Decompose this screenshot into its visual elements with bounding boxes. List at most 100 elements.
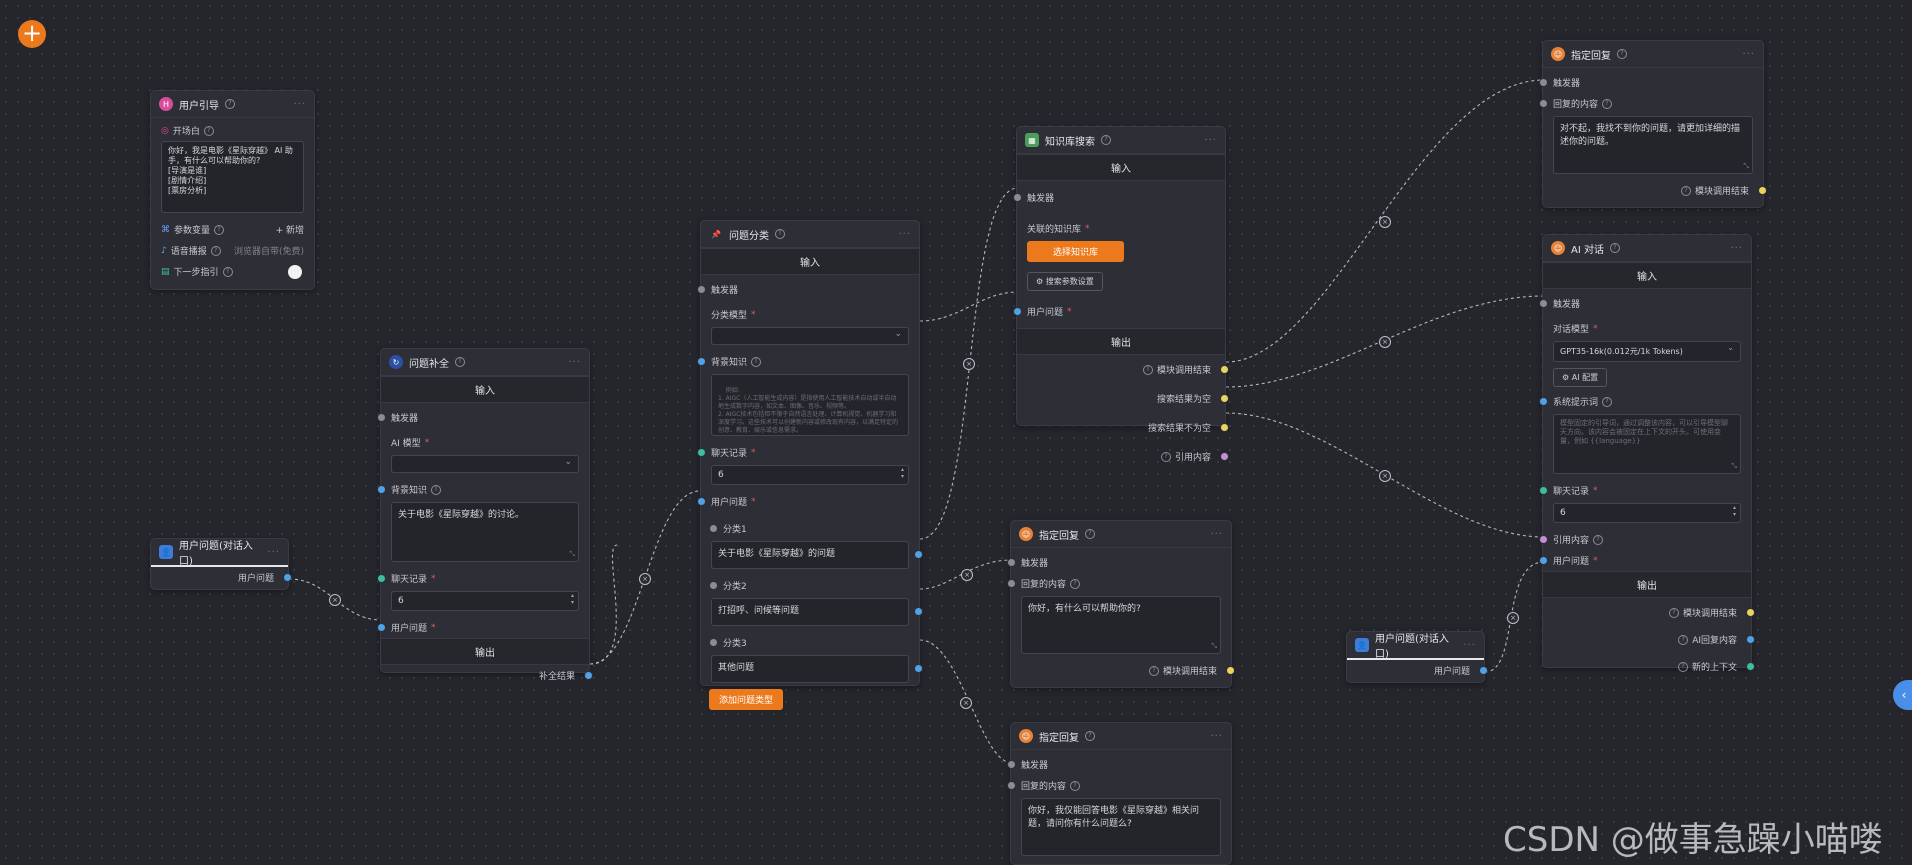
more-icon[interactable]: ··· — [1463, 639, 1476, 651]
fixed-reply-node[interactable]: ☺ 指定回复 ? ··· 触发器 回复的内容 ? 对不起，我找不到你的问题，请更… — [1539, 40, 1767, 208]
resize-icon[interactable]: ⤡ — [1731, 462, 1737, 470]
bg-textarea[interactable]: 例如: 1. AIGC（人工智能生成内容）是指使用人工智能技术自动或半自动地生成… — [711, 374, 909, 436]
wire-delete-icon[interactable]: × — [329, 594, 341, 606]
output-handle[interactable] — [1220, 394, 1229, 403]
wire-delete-icon[interactable]: × — [960, 697, 972, 709]
more-icon[interactable]: ··· — [1204, 134, 1217, 146]
output-handle[interactable] — [1220, 452, 1229, 461]
input-handle[interactable] — [1007, 558, 1016, 567]
help-icon[interactable]: ? — [1678, 634, 1689, 645]
help-icon[interactable]: ? — [751, 356, 762, 367]
help-icon[interactable]: ? — [203, 125, 214, 136]
wire-delete-icon[interactable]: × — [963, 358, 975, 370]
output-handle[interactable] — [1479, 666, 1488, 675]
help-icon[interactable]: ? — [225, 99, 235, 109]
wire-delete-icon[interactable]: × — [1507, 612, 1519, 624]
bg-textarea[interactable]: 关于电影《星际穿越》的讨论。 ⤡ — [391, 502, 579, 562]
cat1-input[interactable]: 关于电影《星际穿越》的问题 — [711, 541, 923, 569]
chat-entry-node[interactable]: 👤 用户问题(对话入口) ··· 用户问题 — [150, 538, 292, 590]
help-icon[interactable]: ? — [1101, 135, 1111, 145]
search-params-button[interactable]: ⚙ 搜索参数设置 — [1027, 272, 1103, 291]
help-icon[interactable]: ? — [1602, 98, 1613, 109]
output-handle[interactable] — [914, 550, 923, 559]
output-handle[interactable] — [283, 573, 292, 582]
add-module-button[interactable]: + — [18, 20, 46, 48]
output-handle[interactable] — [1226, 666, 1235, 675]
input-handle[interactable] — [1539, 99, 1548, 108]
classify-model-select[interactable] — [711, 327, 909, 345]
input-handle[interactable] — [1539, 486, 1548, 495]
input-handle[interactable] — [697, 285, 706, 294]
help-icon[interactable]: ? — [1593, 534, 1604, 545]
input-handle[interactable] — [1539, 78, 1548, 87]
more-icon[interactable]: ··· — [1210, 528, 1223, 540]
wire-delete-icon[interactable]: × — [1379, 336, 1391, 348]
add-param-button[interactable]: + 新增 — [275, 226, 304, 236]
add-category-button[interactable]: 添加问题类型 — [709, 689, 784, 710]
output-handle[interactable] — [914, 607, 923, 616]
input-handle[interactable] — [1007, 579, 1016, 588]
input-handle[interactable] — [1539, 397, 1548, 406]
history-input[interactable]: 6 — [391, 591, 579, 611]
help-icon[interactable]: ? — [1680, 185, 1691, 196]
more-icon[interactable]: ··· — [267, 546, 280, 558]
wire-delete-icon[interactable]: × — [1379, 470, 1391, 482]
cat2-input[interactable]: 打招呼、问候等问题 — [711, 598, 923, 626]
help-icon[interactable]: ? — [775, 229, 785, 239]
help-icon[interactable]: ? — [1160, 451, 1171, 462]
help-icon[interactable]: ? — [455, 357, 465, 367]
help-icon[interactable]: ? — [214, 224, 225, 235]
question-classify-node[interactable]: 📌 问题分类 ? ··· 输入 触发器 分类模型* 背景知识 ? 例如: 1. … — [697, 220, 923, 710]
output-handle[interactable] — [1220, 365, 1229, 374]
input-handle[interactable] — [1539, 556, 1548, 565]
help-icon[interactable]: ? — [1085, 731, 1095, 741]
input-handle[interactable] — [1013, 193, 1022, 202]
output-handle[interactable] — [1746, 635, 1755, 644]
input-handle[interactable] — [377, 623, 386, 632]
voice-select[interactable]: 浏览器自带(免费) — [233, 247, 304, 257]
input-handle[interactable] — [1013, 307, 1022, 316]
chat-entry-node[interactable]: 👤 用户问题(对话入口) ··· 用户问题 — [1346, 631, 1488, 683]
input-handle[interactable] — [1007, 760, 1016, 769]
help-icon[interactable]: ? — [1677, 661, 1688, 672]
output-handle[interactable] — [1746, 608, 1755, 617]
user-guide-node[interactable]: H 用户引导 ? ··· ◎ 开场白 ? 你好，我是电影《星际穿越》 AI 助手… — [150, 90, 315, 290]
output-handle[interactable] — [1220, 423, 1229, 432]
help-icon[interactable]: ? — [222, 266, 233, 277]
help-icon[interactable]: ? — [431, 484, 442, 495]
help-icon[interactable]: ? — [1617, 49, 1627, 59]
wire-delete-icon[interactable]: × — [1379, 216, 1391, 228]
reply-textarea[interactable]: 对不起，我找不到你的问题，请更加详细的描述你的问题。 ⤡ — [1553, 116, 1753, 174]
help-icon[interactable]: ? — [210, 245, 221, 256]
collapse-panel-button[interactable]: ‹ — [1893, 680, 1912, 710]
help-icon[interactable]: ? — [1085, 529, 1095, 539]
input-handle[interactable] — [1539, 535, 1548, 544]
input-handle[interactable] — [377, 413, 386, 422]
welcome-textarea[interactable]: 你好，我是电影《星际穿越》 AI 助手，有什么可以帮助你的? [导演是谁] [剧… — [161, 141, 304, 213]
resize-icon[interactable]: ⤡ — [1743, 162, 1749, 170]
wire-delete-icon[interactable]: × — [639, 573, 651, 585]
more-icon[interactable]: ··· — [1742, 48, 1755, 60]
help-icon[interactable]: ? — [1142, 364, 1153, 375]
history-input[interactable]: 6 — [1553, 503, 1741, 523]
chat-model-select[interactable]: GPT35-16k(0.012元/1k Tokens) — [1553, 341, 1741, 362]
fixed-reply-node[interactable]: ☺ 指定回复 ? ··· 触发器 回复的内容 ? 你好，我仅能回答电影《星际穿越… — [1007, 722, 1232, 865]
more-icon[interactable]: ··· — [293, 98, 306, 110]
remove-category-icon[interactable] — [709, 524, 718, 533]
next-toggle[interactable] — [288, 265, 302, 279]
system-textarea[interactable]: 模型固定的引导词，通过调整该内容，可以引导模型聊天方向。该内容会被固定在上下文的… — [1553, 414, 1741, 474]
help-icon[interactable]: ? — [1602, 396, 1613, 407]
help-icon[interactable]: ? — [1609, 243, 1620, 253]
help-icon[interactable]: ? — [1070, 780, 1081, 791]
input-handle[interactable] — [697, 357, 706, 366]
remove-category-icon[interactable] — [709, 638, 718, 647]
input-handle[interactable] — [377, 485, 386, 494]
history-input[interactable]: 6 — [711, 465, 909, 485]
ai-chat-node[interactable]: ☺ AI 对话 ? ··· 输入 触发器 对话模型* GPT35-16k(0.0… — [1539, 234, 1755, 673]
input-handle[interactable] — [1007, 781, 1016, 790]
input-handle[interactable] — [697, 497, 706, 506]
fixed-reply-node[interactable]: ☺ 指定回复 ? ··· 触发器 回复的内容 ? 你好，有什么可以帮助你的? ⤡… — [1007, 520, 1235, 688]
kb-search-node[interactable]: ▦ 知识库搜索 ? ··· 输入 触发器 关联的知识库* 选择知识库 ⚙ 搜索参… — [1013, 126, 1229, 463]
remove-category-icon[interactable] — [709, 581, 718, 590]
ai-config-button[interactable]: ⚙ AI 配置 — [1553, 368, 1608, 387]
